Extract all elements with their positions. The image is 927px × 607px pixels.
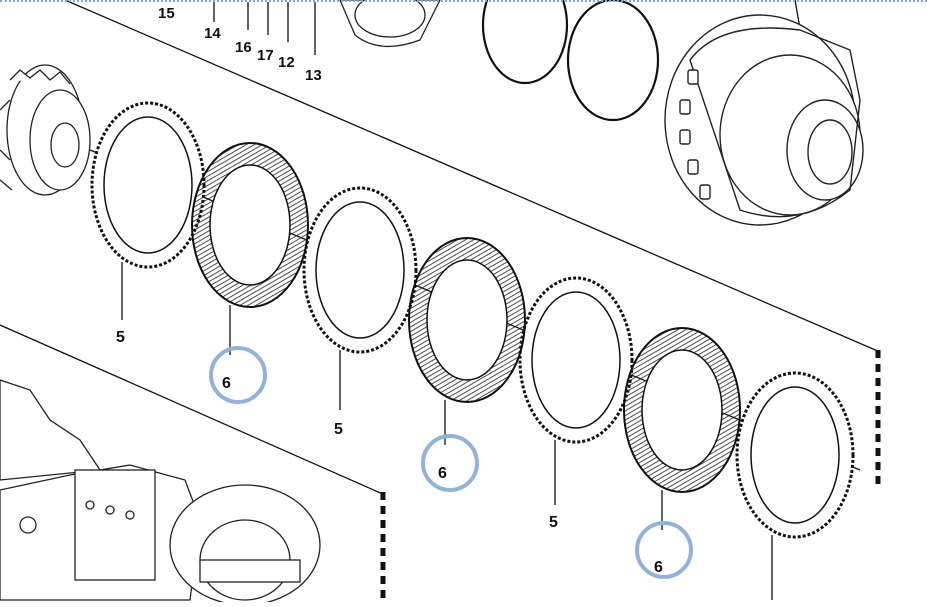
label-14: 14 xyxy=(204,25,221,42)
label-15: 15 xyxy=(158,5,175,22)
label-17: 17 xyxy=(257,47,274,64)
gear-housing xyxy=(664,14,864,226)
top-bearing xyxy=(339,0,441,48)
leader-lines xyxy=(121,2,773,600)
label-13: 13 xyxy=(305,67,322,84)
highlight-circles xyxy=(209,346,693,579)
label-plate-5a: 5 xyxy=(116,329,125,346)
steel-plate-1 xyxy=(90,101,206,269)
steel-plate-3 xyxy=(518,276,634,444)
o-rings xyxy=(481,0,660,122)
dashed-break-lines xyxy=(380,350,881,600)
label-disc-6b: 6 xyxy=(438,465,447,482)
friction-disc-1 xyxy=(191,142,309,308)
label-disc-6a: 6 xyxy=(222,375,231,392)
gear-hub xyxy=(0,64,91,196)
friction-disc-2 xyxy=(408,237,526,403)
axle-housing xyxy=(0,379,321,606)
steel-plate-4 xyxy=(735,371,855,539)
label-plate-5b: 5 xyxy=(334,421,343,438)
label-12: 12 xyxy=(278,54,295,71)
steel-plate-2 xyxy=(302,186,418,354)
label-disc-6c: 6 xyxy=(654,559,663,576)
label-16: 16 xyxy=(235,39,252,56)
label-plate-5c: 5 xyxy=(549,514,558,531)
selection-border xyxy=(0,0,927,6)
friction-disc-3 xyxy=(623,327,741,493)
